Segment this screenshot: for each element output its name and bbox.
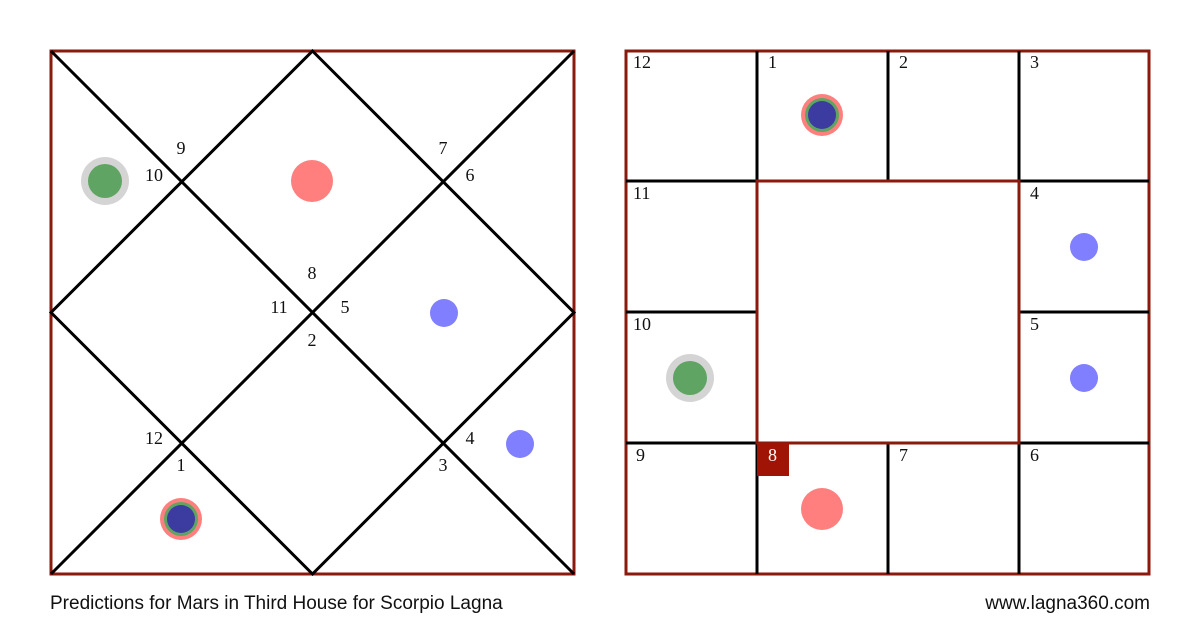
south-house-number: 9 xyxy=(636,445,645,465)
south-house-number: 7 xyxy=(899,445,908,465)
north-house-number: 3 xyxy=(439,455,448,475)
navy-planet-marker xyxy=(167,505,195,533)
south-house-number: 12 xyxy=(633,52,651,72)
navy-planet-marker xyxy=(808,101,836,129)
south-house-number: 1 xyxy=(768,52,777,72)
north-house-number: 1 xyxy=(177,455,186,475)
blue-planet-marker xyxy=(506,430,534,458)
north-house-number: 10 xyxy=(145,165,163,185)
south-house-number: 10 xyxy=(633,314,651,334)
north-house-number: 7 xyxy=(439,138,448,158)
south-house-number: 5 xyxy=(1030,314,1039,334)
south-house-number: 2 xyxy=(899,52,908,72)
site-url: www.lagna360.com xyxy=(985,593,1150,614)
green-planet-marker xyxy=(88,164,122,198)
highlighted-house-badge xyxy=(757,443,789,476)
north-diagonal-2 xyxy=(49,49,576,576)
north-inner-diamond xyxy=(48,48,577,577)
south-house-number: 6 xyxy=(1030,445,1039,465)
blue-planet-marker xyxy=(1070,364,1098,392)
chart-caption: Predictions for Mars in Third House for … xyxy=(50,593,503,614)
green-planet-marker xyxy=(673,361,707,395)
north-house-number: 9 xyxy=(177,138,186,158)
north-house-number: 12 xyxy=(145,428,163,448)
south-center-box xyxy=(755,179,1021,445)
red-planet-marker xyxy=(291,160,333,202)
south-indian-chart: 12 1 2 3 11 4 10 5 9 8 7 6 xyxy=(624,49,1151,576)
blue-planet-marker xyxy=(430,299,458,327)
south-house-number: 11 xyxy=(633,183,650,203)
highlighted-house-number: 8 xyxy=(768,445,777,465)
blue-planet-marker xyxy=(1070,233,1098,261)
north-house-number: 5 xyxy=(341,297,350,317)
north-house-number: 4 xyxy=(466,428,475,448)
south-house-number: 3 xyxy=(1030,52,1039,72)
north-house-number: 11 xyxy=(270,297,287,317)
south-house-number: 4 xyxy=(1030,183,1039,203)
north-indian-chart: 9 10 7 6 8 11 5 2 12 1 4 3 xyxy=(48,48,577,577)
north-house-number: 6 xyxy=(466,165,475,185)
north-house-number: 8 xyxy=(308,263,317,283)
red-planet-marker xyxy=(801,488,843,530)
north-house-number: 2 xyxy=(308,330,317,350)
